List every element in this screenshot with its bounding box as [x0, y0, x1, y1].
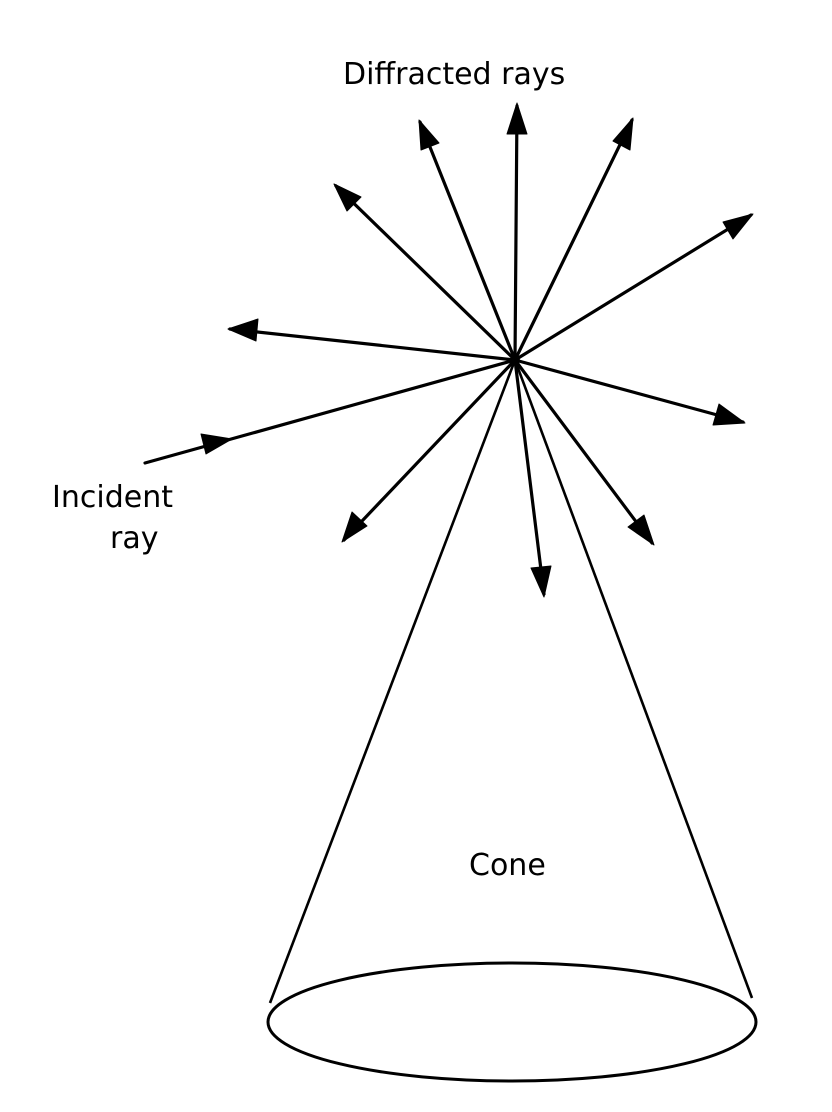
diffracted-ray-lower-left [341, 358, 517, 543]
cone-label: Cone [469, 848, 546, 883]
diffracted-ray-up-left [418, 119, 517, 362]
diffracted-rays [227, 102, 754, 598]
diffraction-apex-point [510, 355, 520, 365]
diffracted-ray-upper-left [333, 183, 517, 362]
diffracted-ray-upper-right [513, 213, 754, 362]
cone-base-ellipse [266, 961, 758, 1083]
diffracted-ray-lower-right [513, 358, 655, 546]
diffracted-ray-up-right [513, 117, 634, 362]
cone-right-side [513, 359, 754, 999]
cone-left-side [268, 359, 517, 1004]
incident-ray [143, 358, 517, 465]
diffracted-ray-down [513, 358, 552, 598]
diffracted-rays-label: Diffracted rays [343, 57, 565, 92]
incident-ray-label-line2: ray [110, 521, 158, 556]
incident-ray-label-line1: Incident [52, 480, 173, 515]
diffracted-ray-left-horizontal [227, 318, 517, 362]
diffracted-ray-vertical [506, 102, 528, 362]
incident-ray-arrowhead [200, 433, 233, 455]
diffracted-ray-right-down [513, 358, 746, 426]
